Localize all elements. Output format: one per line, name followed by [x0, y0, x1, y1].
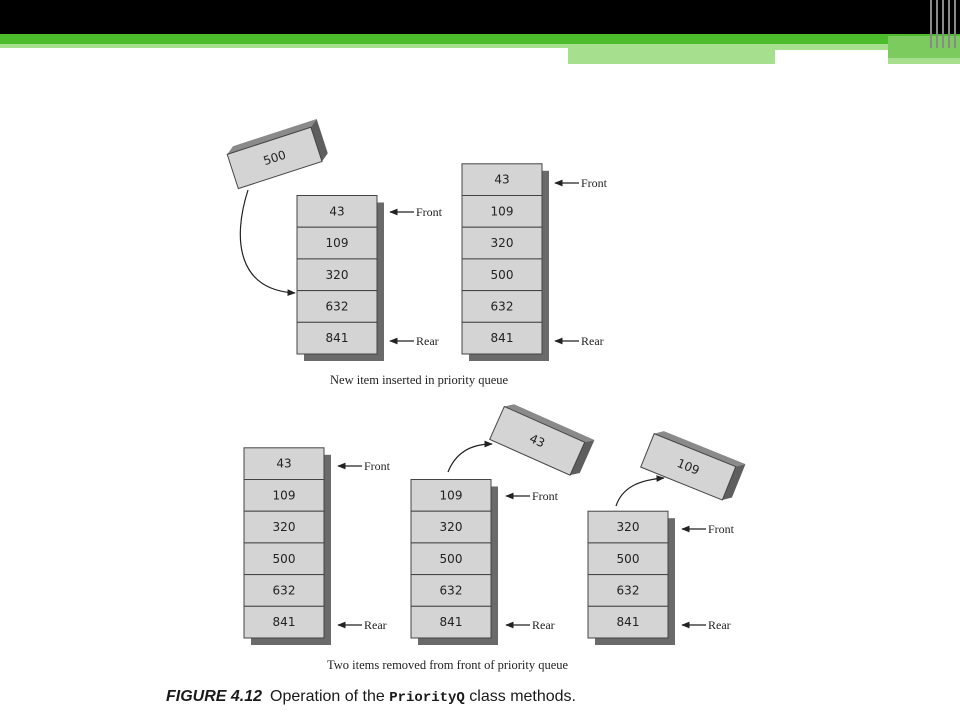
queue-cell — [410, 510, 492, 544]
queue-cell — [410, 574, 492, 607]
queue-cell — [296, 195, 378, 228]
queue-cell-value: 43 — [276, 457, 291, 471]
front-label: Front — [532, 489, 559, 503]
stack-shadow — [251, 638, 331, 645]
queue-cell — [461, 258, 543, 292]
header-bar — [0, 0, 960, 34]
queue-cell — [461, 163, 543, 197]
queue-cell-value: 841 — [273, 615, 296, 629]
bottom-queue-2: 109 320 500 632 841 — [410, 479, 498, 645]
rear-label: Rear — [364, 618, 387, 632]
stack-shadow — [304, 354, 384, 361]
queue-cell-value: 109 — [440, 488, 463, 502]
front-label: Front — [581, 176, 608, 190]
queue-cell — [243, 574, 325, 607]
stack-shadow — [668, 518, 675, 645]
bottom-queue-3: 320 500 632 841 — [587, 510, 675, 645]
removal-arrow — [447, 440, 493, 473]
queue-cell-value: 632 — [491, 299, 514, 313]
rear-label: Rear — [532, 618, 555, 632]
queue-cell-value: 500 — [491, 268, 514, 282]
queue-cell — [243, 447, 325, 480]
queue-cell — [410, 479, 492, 512]
header-stripe-light — [0, 44, 960, 48]
rear-label: Rear — [416, 334, 439, 348]
bottom-queue-1: 43 109 320 500 632 841 — [243, 447, 331, 645]
queue-cell-value: 43 — [494, 173, 509, 187]
stack-shadow — [469, 354, 549, 361]
front-label: Front — [708, 522, 735, 536]
queue-cell — [587, 542, 669, 576]
top-queue-1: 43 109 320 632 841 — [296, 195, 384, 361]
queue-cell — [461, 290, 543, 323]
figure-text-before: Operation of the — [270, 688, 390, 705]
top-queue-2: 43 109 320 500 632 841 — [461, 163, 549, 361]
queue-cell-value: 43 — [329, 204, 344, 218]
removed-item-block: 109 — [640, 431, 746, 501]
rear-label: Rear — [708, 618, 731, 632]
queue-cell-value: 320 — [617, 520, 640, 534]
queue-cell-value: 841 — [491, 331, 514, 345]
queue-cell — [587, 574, 669, 607]
removed-item-label: 43 — [527, 431, 547, 450]
figure-label: FIGURE 4.12 — [166, 688, 263, 705]
queue-cell-value: 500 — [273, 552, 296, 566]
queue-cell-value: 320 — [273, 520, 296, 534]
stack-shadow — [418, 638, 498, 645]
queue-cell-value: 632 — [326, 299, 349, 313]
rear-label: Rear — [581, 334, 604, 348]
queue-cell-value: 841 — [326, 331, 349, 345]
queue-cell — [243, 605, 325, 639]
queue-cell — [296, 290, 378, 323]
queue-cell — [410, 542, 492, 576]
front-label: Front — [364, 459, 391, 473]
queue-cell — [587, 510, 669, 544]
queue-cell — [296, 321, 378, 355]
queue-cell-value: 320 — [491, 236, 514, 250]
queue-cell — [243, 542, 325, 576]
stack-shadow — [595, 638, 675, 645]
queue-cell-value: 632 — [273, 583, 296, 597]
header-stripe-dark — [0, 34, 960, 44]
insertion-arrow — [239, 189, 296, 296]
stack-shadow — [324, 454, 331, 645]
header-ticks — [928, 0, 960, 48]
header-accent — [775, 50, 888, 64]
inserted-item-label: 500 — [262, 148, 288, 168]
queue-cell — [243, 510, 325, 544]
queue-cell — [410, 605, 492, 639]
stack-shadow — [491, 486, 498, 645]
queue-cell-value: 320 — [326, 268, 349, 282]
inserted-item-block: 500 — [226, 119, 328, 190]
removal-arrow — [615, 475, 665, 507]
front-label: Front — [416, 205, 443, 219]
queue-cell — [243, 479, 325, 512]
top-caption: New item inserted in priority queue — [330, 373, 509, 387]
stack-shadow — [542, 170, 549, 361]
queue-cell — [296, 258, 378, 292]
queue-cell-value: 109 — [273, 488, 296, 502]
stack-shadow — [377, 202, 384, 361]
queue-cell — [296, 226, 378, 260]
queue-cell — [461, 195, 543, 228]
figure-code: PriorityQ — [389, 690, 465, 706]
queue-cell-value: 632 — [440, 583, 463, 597]
removed-item-block: 43 — [489, 404, 595, 476]
queue-cell-value: 841 — [617, 615, 640, 629]
queue-cell-value: 841 — [440, 615, 463, 629]
queue-cell — [461, 321, 543, 355]
bottom-caption: Two items removed from front of priority… — [327, 658, 569, 672]
queue-cell — [587, 605, 669, 639]
queue-cell-value: 109 — [491, 204, 514, 218]
queue-cell-value: 500 — [440, 552, 463, 566]
queue-cell-value: 632 — [617, 583, 640, 597]
figure-text-after: class methods. — [464, 688, 576, 705]
figure-caption: FIGURE 4.12 Operation of the PriorityQ cl… — [166, 688, 866, 712]
queue-cell-value: 320 — [440, 520, 463, 534]
queue-cell-value: 109 — [326, 236, 349, 250]
queue-cell-value: 500 — [617, 552, 640, 566]
